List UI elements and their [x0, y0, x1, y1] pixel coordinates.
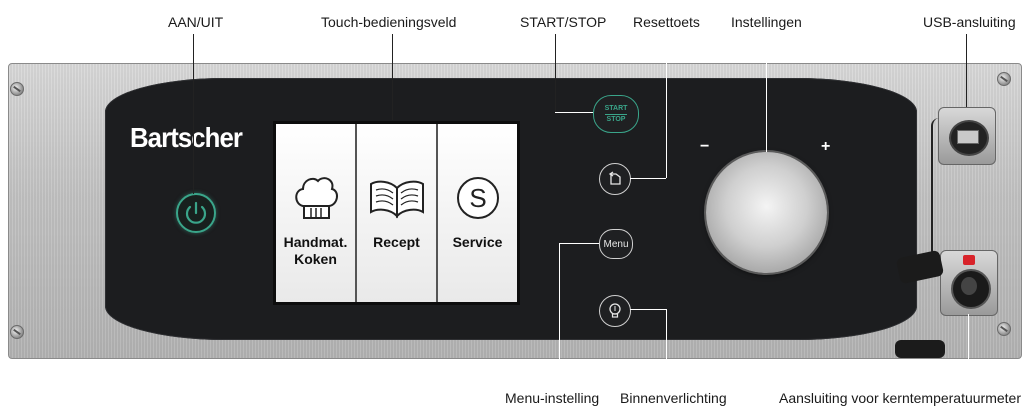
leader-line — [968, 314, 969, 385]
light-button[interactable] — [599, 295, 631, 327]
brand-logo: Bartscher — [130, 122, 242, 154]
leader-line — [193, 34, 194, 194]
leader-line — [666, 309, 667, 385]
screw-icon — [997, 322, 1011, 336]
start-stop-button[interactable]: START STOP — [593, 95, 639, 133]
power-icon — [178, 195, 214, 231]
usb-icon — [957, 130, 979, 144]
label-start-stop: START/STOP — [520, 14, 606, 30]
label-touch-bedieningsveld: Touch-bedieningsveld — [321, 14, 456, 30]
leader-line — [666, 34, 667, 178]
screw-icon — [10, 325, 24, 339]
power-button[interactable] — [176, 193, 216, 233]
leader-line — [630, 178, 666, 179]
tile-label: Handmat. Koken — [284, 234, 348, 268]
probe-cap-icon — [963, 255, 975, 265]
menu-text: Menu — [603, 239, 628, 250]
svg-text:S: S — [469, 183, 486, 213]
label-usb-ansluiting: USB-ansluiting — [923, 14, 1016, 30]
core-probe-socket[interactable] — [940, 250, 998, 316]
touch-screen[interactable]: Handmat. Koken Recept S Service — [273, 121, 520, 305]
tile-handmatig-koken[interactable]: Handmat. Koken — [276, 124, 357, 302]
leader-line — [555, 112, 593, 113]
label-binnenverlichting: Binnenverlichting — [620, 390, 727, 406]
label-menu-instelling: Menu-instelling — [505, 390, 599, 406]
usb-cap-cable — [931, 118, 947, 258]
leader-line — [766, 34, 767, 152]
leader-line — [630, 309, 666, 310]
menu-button[interactable]: Menu — [599, 229, 633, 259]
label-aan-uit: AAN/UIT — [168, 14, 223, 30]
label-resettoets: Resettoets — [633, 14, 700, 30]
leader-line — [559, 243, 599, 244]
reset-button[interactable] — [599, 163, 631, 195]
label-instellingen: Instellingen — [731, 14, 802, 30]
service-s-icon: S — [455, 175, 501, 221]
tile-service[interactable]: S Service — [438, 124, 517, 302]
open-book-icon — [368, 176, 426, 220]
reset-icon — [605, 169, 625, 189]
leader-line — [966, 34, 967, 107]
leader-line — [392, 34, 393, 120]
start-text: START — [605, 105, 628, 113]
lightbulb-icon — [606, 302, 624, 320]
leader-line — [555, 34, 556, 112]
tile-label: Service — [453, 234, 503, 251]
screw-icon — [997, 72, 1011, 86]
settings-knob[interactable] — [706, 152, 827, 273]
tile-label: Recept — [373, 234, 420, 251]
screw-icon — [10, 82, 24, 96]
stop-text: STOP — [607, 116, 626, 124]
leader-line — [559, 243, 560, 385]
tile-recept[interactable]: Recept — [357, 124, 438, 302]
minus-marker: − — [700, 138, 709, 156]
label-kerntemperatuurmeter: Aansluiting voor kerntemperatuurmeter — [779, 390, 1021, 406]
probe-cap-strap — [895, 340, 945, 358]
chef-hat-icon — [291, 172, 341, 224]
plus-marker: + — [821, 138, 830, 156]
